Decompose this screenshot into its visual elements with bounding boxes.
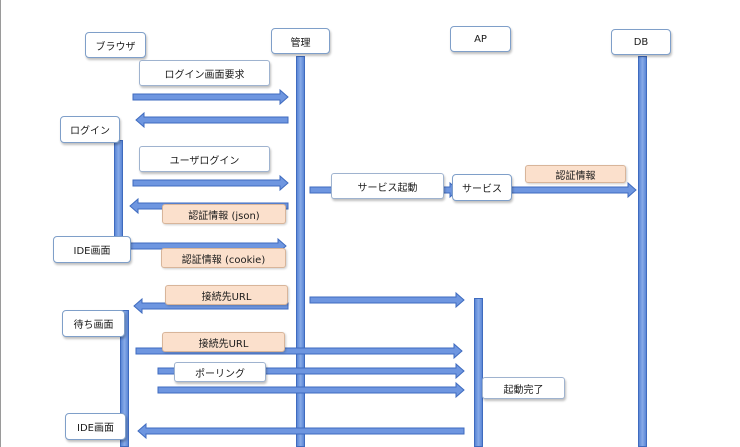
state-waiting-label: 待ち画面 (73, 320, 114, 331)
msg-login-request-label: ログイン画面要求 (164, 69, 245, 81)
msg-login-request: ログイン画面要求 (139, 60, 270, 86)
arrow-user-login (132, 174, 289, 192)
arrow-conn-url-2 (135, 342, 463, 360)
msg-auth-info-cookie-label: 認証情報 (cookie) (181, 254, 266, 266)
arrow-login-request (132, 88, 289, 106)
state-service-label: サービス (462, 184, 502, 195)
msg-auth-info-json-label: 認証情報 (json) (188, 210, 260, 222)
actor-ap-label: AP (474, 33, 487, 45)
msg-conn-url-1: 接続先URL (165, 285, 288, 305)
actor-browser-label: ブラウザ (95, 41, 136, 53)
msg-polling: ポーリング (174, 362, 266, 382)
arrow-conn-url-1 (133, 297, 289, 315)
msg-user-login-label: ユーザログイン (169, 155, 240, 167)
actor-admin-label: 管理 (290, 37, 311, 49)
arrow-admin-to-ap (309, 291, 465, 309)
actor-db-label: DB (633, 36, 649, 48)
arrow-polling-2 (157, 381, 465, 399)
msg-conn-url-2-label: 接続先URL (198, 338, 249, 350)
state-ide-1: IDE画面 (53, 236, 131, 263)
state-login-label: ログイン (70, 126, 110, 137)
actor-admin: 管理 (271, 28, 330, 54)
msg-auth-info-cookie: 認証情報 (cookie) (161, 248, 286, 268)
msg-user-login: ユーザログイン (139, 146, 270, 172)
arrow-auth-db (509, 181, 637, 199)
state-ide-2-label: IDE画面 (77, 423, 114, 434)
state-login: ログイン (60, 116, 120, 143)
msg-service-start: サービス起動 (331, 173, 444, 199)
state-ide-2: IDE画面 (65, 413, 126, 440)
msg-conn-url-2: 接続先URL (162, 332, 285, 352)
msg-startup-complete: 起動完了 (482, 377, 565, 399)
state-ide-1-label: IDE画面 (73, 246, 111, 257)
msg-startup-complete-label: 起動完了 (503, 384, 544, 396)
state-service: サービス (452, 174, 512, 201)
msg-conn-url-1-label: 接続先URL (201, 291, 252, 303)
actor-ap: AP (450, 26, 511, 52)
msg-service-start-label: サービス起動 (357, 182, 418, 194)
msg-polling-label: ポーリング (195, 368, 245, 380)
actor-browser: ブラウザ (85, 32, 146, 58)
window-edge (0, 0, 1, 447)
state-waiting: 待ち画面 (62, 310, 125, 337)
msg-auth-info-json: 認証情報 (json) (162, 204, 286, 224)
msg-auth-info-db: 認証情報 (525, 165, 626, 183)
arrow-login-response (135, 111, 289, 129)
msg-auth-info-db-label: 認証情報 (555, 170, 596, 182)
arrow-ide-return (137, 422, 465, 440)
actor-db: DB (611, 29, 671, 55)
